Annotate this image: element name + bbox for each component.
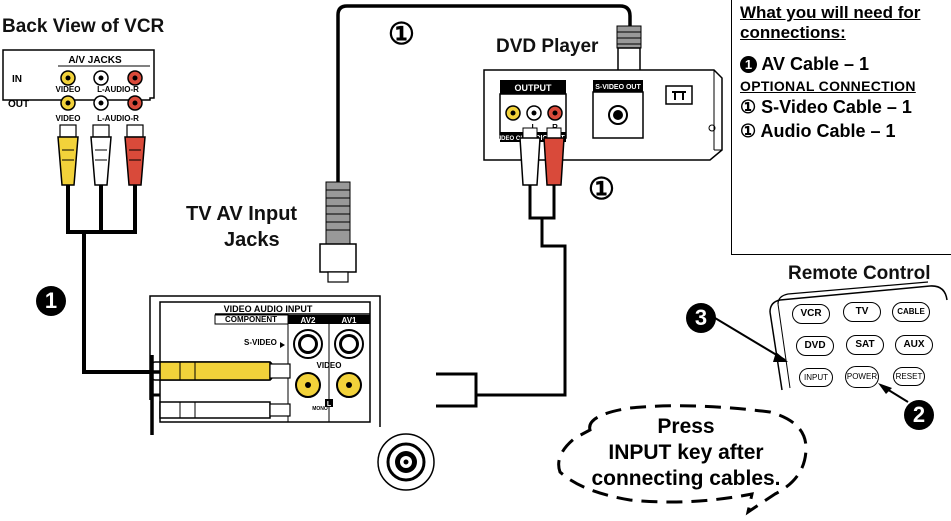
arrow-head-input [773, 352, 788, 362]
callout-svideo-number: ① [388, 18, 415, 51]
dvd-audio-plugs [519, 127, 565, 186]
tv-av2-label: AV2 [301, 316, 317, 325]
instruction-line1: Press [657, 415, 715, 438]
instruction-bubble [557, 404, 808, 516]
tv-jacks-title-line1: TV AV Input [186, 203, 298, 225]
vcr-av-jacks-label: A/V JACKS [68, 55, 122, 66]
requirements-av-cable: 1 AV Cable – 1 [740, 53, 951, 75]
dvd-to-tv-audio-cable [436, 185, 567, 408]
tv-component-label: COMPONENT [225, 315, 277, 324]
tv-video-label: VIDEO [317, 361, 342, 370]
svideo-plug-tv [319, 181, 357, 283]
requirement-audio-icon: ① [740, 121, 757, 141]
tv-jacks-title-line2: Jacks [224, 229, 280, 251]
requirement-audio-label: Audio Cable – 1 [760, 121, 896, 141]
requirement-svideo-icon: ① [740, 97, 757, 117]
antenna-connector [377, 433, 435, 491]
dvd-player-title: DVD Player [496, 36, 599, 57]
remote-control [769, 281, 948, 391]
vcr-back-view-title: Back View of VCR [2, 16, 165, 37]
callout-audio-number: ① [588, 173, 615, 206]
vcr-av-plugs [57, 124, 146, 186]
instruction-line2: INPUT key after [608, 441, 764, 464]
tv-mono-label: MONO [312, 406, 328, 412]
callout-power-number: 2 [904, 400, 934, 430]
requirements-svideo-cable: ① S-Video Cable – 1 [740, 96, 951, 118]
vcr-out-audio-label: L-AUDIO-R [97, 114, 139, 123]
dvd-svideo-out-label: S-VIDEO OUT [595, 84, 641, 91]
requirement-av-cable-label: AV Cable – 1 [761, 54, 870, 74]
callout-av-cable-number: 1 [36, 286, 66, 316]
requirements-optional-heading: OPTIONAL CONNECTION [740, 78, 916, 94]
tv-left-audio-plugs [152, 393, 291, 419]
vcr-in-label: IN [12, 74, 22, 85]
requirement-svideo-label: S-Video Cable – 1 [761, 97, 912, 117]
requirements-box: What you will need for connections: 1 AV… [731, 0, 951, 255]
requirements-audio-cable: ① Audio Cable – 1 [740, 120, 951, 142]
callout-input-number: 3 [686, 303, 716, 333]
vcr-out-video-label: VIDEO [56, 114, 81, 123]
tv-header-label: VIDEO AUDIO INPUT [224, 304, 313, 314]
svideo-cable [336, 4, 632, 282]
vcr-to-tv-cables [66, 185, 160, 374]
dvd-output-label: OUTPUT [515, 83, 553, 93]
vcr-back-panel: A/V JACKS IN OUT VIDEO L-AUDIO-R VIDEO L… [2, 49, 155, 123]
instruction-line3: connecting cables. [591, 467, 781, 490]
tv-av1-label: AV1 [342, 316, 358, 325]
callout-arrows [714, 317, 909, 403]
tv-svideo-label: S-VIDEO [244, 338, 277, 347]
requirements-heading-line2: connections: [740, 23, 846, 42]
instruction-text: Press INPUT key after connecting cables. [576, 414, 796, 492]
vcr-in-video-label: VIDEO [56, 85, 81, 94]
arrow-head-power [878, 383, 892, 394]
requirement-1-icon: 1 [740, 56, 757, 73]
remote-control-title: Remote Control [788, 263, 931, 284]
requirements-heading-line1: What you will need for [740, 3, 921, 22]
vcr-out-label: OUT [8, 99, 29, 110]
vcr-in-audio-label: L-AUDIO-R [97, 85, 139, 94]
dvd-video-out-label: VIDEO OUT [495, 136, 528, 142]
dvd-player: OUTPUT L R VIDEO OUT AUDIO OUT S-VIDEO O… [483, 69, 723, 161]
tv-cable-loops [84, 355, 160, 435]
tv-l-label-av1: L [327, 401, 332, 408]
